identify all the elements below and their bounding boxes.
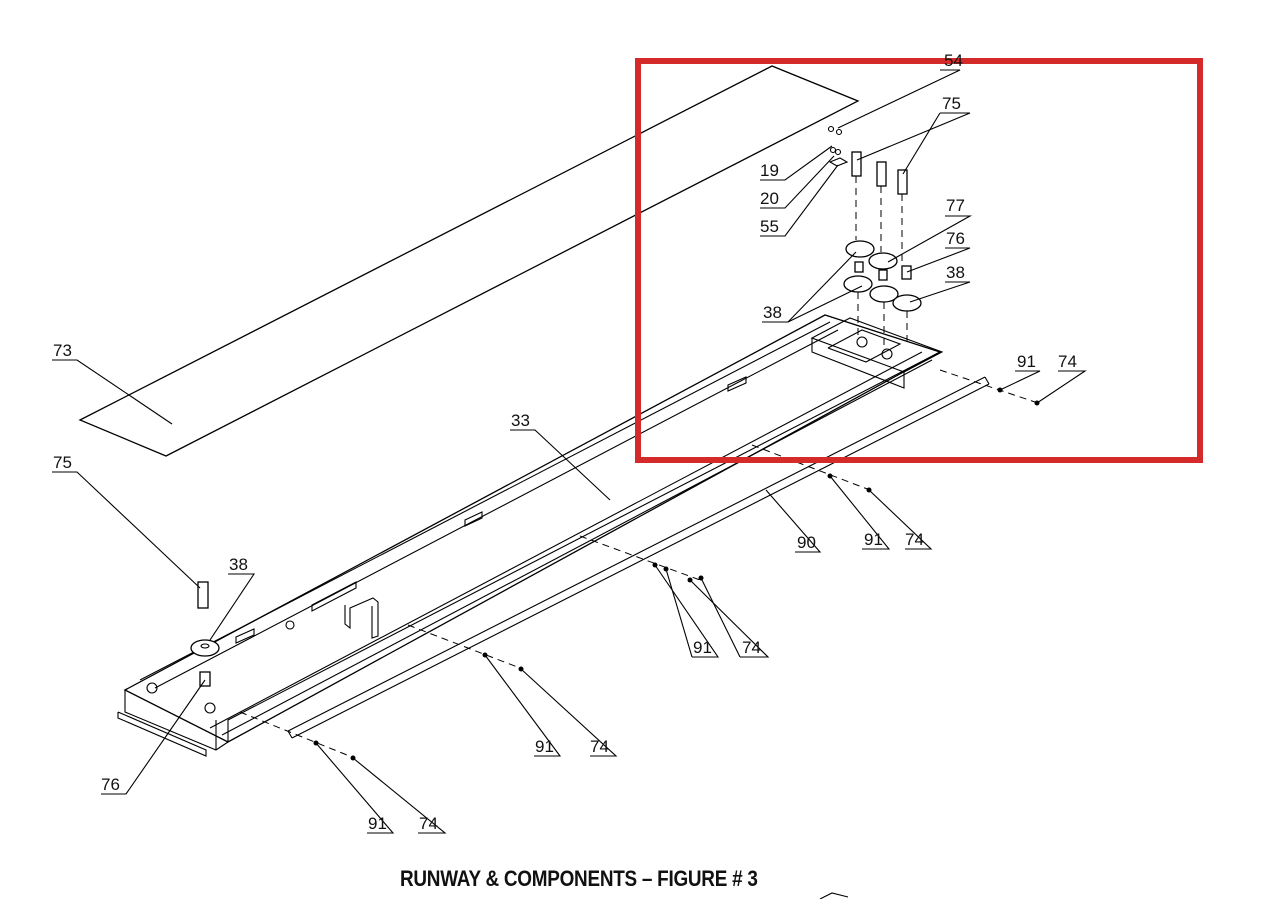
callout-19: 19 — [760, 161, 779, 180]
callout-91-b: 91 — [693, 638, 712, 657]
runway-body — [117, 314, 944, 757]
page-edge-mark — [819, 892, 849, 899]
figure-caption: RUNWAY & COMPONENTS – FIGURE # 3 — [400, 866, 758, 891]
callout-91-d: 91 — [368, 814, 387, 833]
callout-75-top: 75 — [942, 94, 961, 113]
callout-74-a: 74 — [905, 530, 924, 549]
highlight-box — [635, 58, 1203, 463]
callout-75-left: 75 — [53, 453, 72, 472]
callout-54: 54 — [944, 51, 963, 70]
callout-74-b: 74 — [742, 638, 761, 657]
callout-91-c: 91 — [535, 737, 554, 756]
left-wheel-assembly — [146, 581, 220, 714]
callout-76-left: 76 — [101, 775, 120, 794]
leader-lines — [52, 69, 1087, 834]
callout-38-lower: 38 — [229, 555, 248, 574]
callout-20: 20 — [760, 189, 779, 208]
callout-55: 55 — [760, 217, 779, 236]
callout-73: 73 — [53, 341, 72, 360]
callout-77: 77 — [946, 196, 965, 215]
callout-76-top: 76 — [946, 229, 965, 248]
cover-plate — [78, 65, 860, 457]
callout-91-top: 91 — [1017, 352, 1036, 371]
callout-91-a: 91 — [864, 530, 883, 549]
callout-74-top: 74 — [1058, 352, 1077, 371]
assembly-lines — [239, 176, 1036, 758]
callout-38-right: 38 — [946, 263, 965, 282]
guide-rail — [287, 376, 990, 739]
callout-74-c: 74 — [590, 737, 609, 756]
callout-38-left: 38 — [763, 303, 782, 322]
right-wheel-assembly — [827, 125, 922, 312]
callout-74-d: 74 — [419, 814, 438, 833]
callout-90: 90 — [797, 533, 816, 552]
callout-labels: 54 75 19 20 55 77 76 38 38 91 74 73 33 7… — [53, 51, 1077, 833]
callout-33: 33 — [511, 411, 530, 430]
